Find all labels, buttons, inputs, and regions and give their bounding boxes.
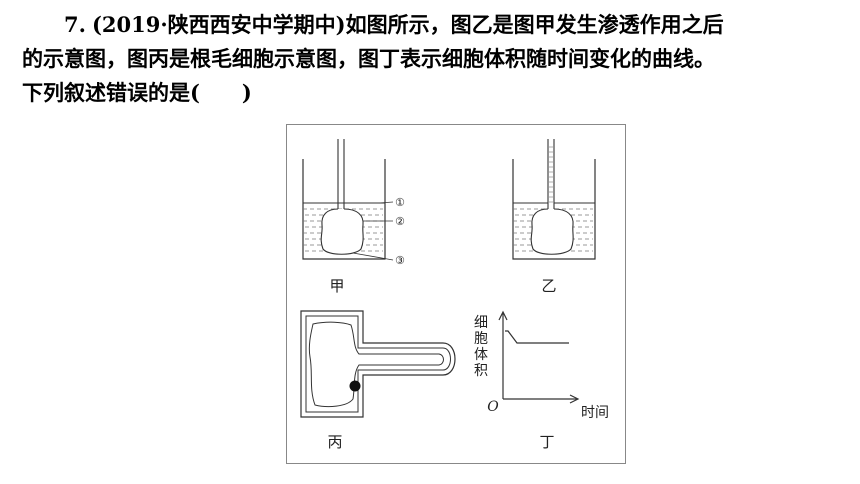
cell-membrane	[308, 321, 444, 408]
caption-bing: 丙	[327, 433, 342, 451]
ylabel-char-4: 积	[474, 363, 488, 379]
nucleus-dot	[349, 380, 361, 392]
diagram-yi: 乙	[512, 139, 596, 295]
figure-svg: ① ② ③ 甲	[300, 139, 609, 451]
xlabel: 时间	[581, 405, 609, 421]
origin-label: O	[487, 399, 499, 415]
label-3: ③	[395, 254, 405, 267]
liquid-jia	[303, 208, 383, 252]
question-source: (2019·陕西西安中学期中)	[91, 12, 346, 37]
diagram-jia: ① ② ③ 甲	[302, 139, 405, 295]
volume-curve	[505, 330, 569, 344]
liquid-yi	[513, 208, 593, 252]
figure-panel: ① ② ③ 甲	[286, 124, 626, 464]
liquid-column-yi	[549, 146, 553, 203]
ylabel-char-3: 体	[474, 347, 488, 363]
y-axis-arrow	[498, 310, 508, 321]
cell-wall-inner	[305, 315, 451, 413]
question-line-1: 7.(2019·陕西西安中学期中)如图所示，图乙是图甲发生渗透作用之后	[22, 8, 842, 42]
question-line-3: 下列叙述错误的是( )	[22, 80, 252, 105]
caption-jia: 甲	[329, 277, 344, 295]
label-1: ①	[395, 196, 405, 209]
diagram-ding: 细 胞 体 积 O 时间 丁	[474, 310, 609, 451]
label-2: ②	[395, 215, 405, 228]
cell-wall-outer	[300, 310, 456, 418]
caption-ding: 丁	[539, 433, 554, 451]
membrane-bag-jia	[320, 208, 364, 255]
membrane-bag-yi	[530, 208, 574, 255]
question-number: 7.	[64, 12, 86, 37]
question-line-2: 的示意图，图丙是根毛细胞示意图，图丁表示细胞体积随时间变化的曲线。	[22, 46, 715, 71]
x-axis-arrow	[569, 394, 580, 404]
leader-line-3	[352, 252, 394, 261]
ylabel-char-1: 细	[474, 315, 488, 331]
diagram-bing: 丙	[300, 310, 456, 451]
leader-line-1	[378, 201, 394, 204]
ylabel-char-2: 胞	[474, 331, 488, 347]
caption-yi: 乙	[541, 277, 556, 295]
question-text: 7.(2019·陕西西安中学期中)如图所示，图乙是图甲发生渗透作用之后 的示意图…	[22, 8, 842, 110]
question-line-1-text: 如图所示，图乙是图甲发生渗透作用之后	[345, 12, 724, 37]
